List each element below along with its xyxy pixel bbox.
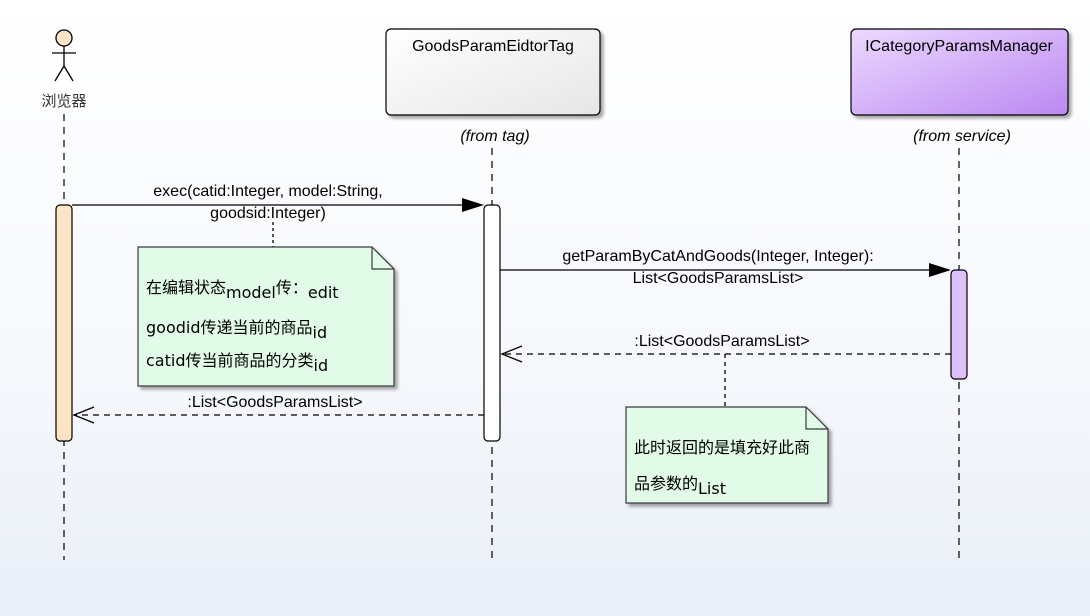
note-editor-line-2: goodid传递当前的商品id (146, 318, 327, 342)
note-editor-line-1: 在编辑状态model传：edit (146, 278, 339, 302)
note-text-run: 此时返回的是填充好此商 (634, 438, 810, 457)
note-text-run: List (698, 479, 726, 498)
note-text-run: 传： (276, 278, 308, 297)
class-name-tag: GoodsParamEidtorTag (412, 38, 574, 55)
message-exec-label-1: exec(catid:Integer, model:String, (153, 183, 382, 200)
message-return-svc-label: :List<GoodsParamsList> (634, 333, 809, 350)
note-editor-line-3: catid传当前商品的分类id (146, 351, 328, 375)
note-text-run: 品参数的 (634, 474, 698, 493)
class-stereo-tag: (from tag) (460, 128, 529, 145)
note-text-run: model (226, 283, 276, 302)
message-return-tag-arrowhead (72, 406, 95, 424)
message-getparam[interactable]: getParamByCatAndGoods(Integer, Integer):… (500, 248, 951, 287)
message-exec-label-2: goodsid:Integer) (210, 205, 326, 222)
class-stereo-svc: (from service) (913, 128, 1011, 145)
note-text-run: catid (146, 351, 185, 370)
note-editor-fold (371, 247, 394, 270)
note-text-run: goodid (146, 318, 201, 337)
message-return-svc-arrowhead (500, 345, 523, 363)
note-return-line-2: 品参数的List (634, 474, 726, 498)
message-getparam-arrowhead (929, 263, 951, 277)
note-return-body (625, 406, 829, 504)
message-getparam-label-1: getParamByCatAndGoods(Integer, Integer): (562, 248, 873, 265)
class-box-svc (850, 28, 1069, 116)
message-return-tag-label: :List<GoodsParamsList> (187, 394, 362, 411)
message-return-tag[interactable]: :List<GoodsParamsList> (72, 394, 484, 424)
lifeline-head-tag[interactable]: GoodsParamEidtorTag (from tag) (385, 28, 601, 145)
note-text-run: 传递当前的商品 (201, 318, 313, 337)
actor-leg-left (54, 65, 65, 82)
actor-leg-right (63, 65, 74, 82)
activation-tag (483, 204, 501, 442)
note-text-run: 传当前商品的分类 (185, 351, 313, 370)
lifeline-head-svc[interactable]: ICategoryParamsManager (from service) (850, 28, 1069, 145)
actor-name: 浏览器 (41, 92, 86, 110)
note-text-run: id (314, 356, 329, 375)
activation-actor (55, 204, 73, 442)
message-getparam-label-2: List<GoodsParamsList> (633, 270, 804, 287)
note-editor-body (137, 246, 395, 387)
note-text-run: id (313, 323, 328, 342)
actor-head (55, 29, 73, 47)
note-return[interactable]: 此时返回的是填充好此商 品参数的List (625, 406, 829, 504)
actor-browser[interactable]: 浏览器 (41, 29, 87, 110)
note-return-line-1: 此时返回的是填充好此商 (634, 438, 810, 457)
activation-svc (950, 269, 968, 380)
message-exec[interactable]: exec(catid:Integer, model:String, goodsi… (72, 183, 484, 222)
note-return-fold (805, 407, 828, 430)
class-box-tag (385, 28, 601, 116)
note-editor[interactable]: 在编辑状态model传：edit goodid传递当前的商品id catid传当… (137, 246, 395, 387)
note-text-run: edit (308, 283, 339, 302)
message-return-svc[interactable]: :List<GoodsParamsList> (500, 333, 951, 363)
message-exec-arrowhead (462, 198, 484, 212)
note-text-run: 在编辑状态 (146, 278, 226, 297)
class-name-svc: ICategoryParamsManager (865, 38, 1053, 55)
